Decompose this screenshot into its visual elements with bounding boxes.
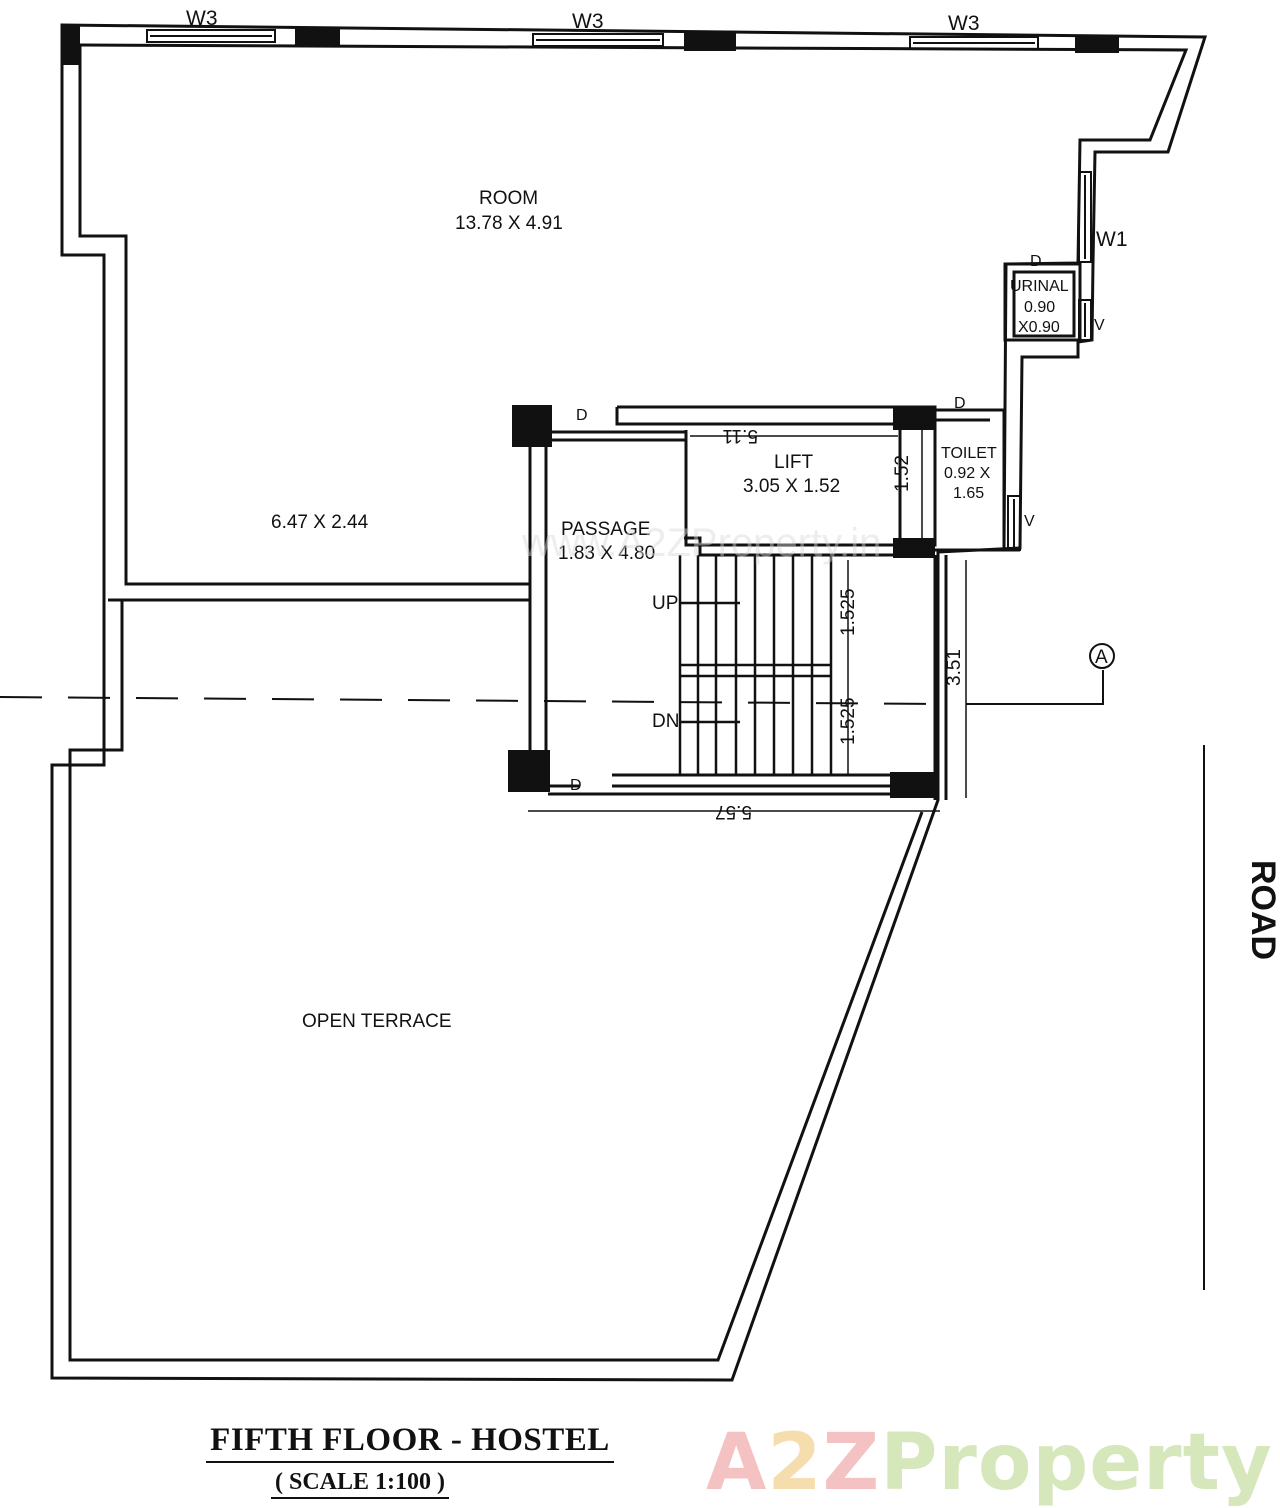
section-marker-circle — [1089, 643, 1115, 669]
column — [508, 750, 550, 792]
toilet-dims: 1.65 — [953, 485, 984, 502]
title-block: FIFTH FLOOR - HOSTEL ( SCALE 1:100 ) — [150, 1422, 670, 1499]
toilet-name: TOILET — [941, 445, 997, 462]
urinal-dims: 0.90 — [1024, 299, 1055, 316]
road-label: ROAD — [1248, 860, 1280, 961]
door-label: D — [954, 395, 966, 412]
staircase — [678, 555, 833, 775]
window-w3 — [146, 29, 276, 43]
a2z-watermark-logo: A2ZProperty — [706, 1418, 1273, 1508]
door-label: D — [1030, 253, 1042, 270]
v-label: V — [1024, 513, 1035, 530]
vent-window — [1078, 299, 1092, 341]
column — [512, 405, 552, 447]
w3-label: W3 — [948, 12, 980, 35]
column — [893, 408, 935, 430]
passage-name: PASSAGE — [561, 519, 650, 540]
lift-name: LIFT — [774, 452, 813, 473]
toilet-dims: 0.92 X — [944, 465, 991, 482]
dim-lift-width: 5.11 — [722, 425, 758, 446]
door-label: D — [576, 407, 588, 424]
section-marker-label: A — [1095, 647, 1108, 668]
room-name: ROOM — [479, 188, 538, 209]
stair-dn-label: DN — [652, 711, 679, 732]
passage-left-wall — [528, 430, 548, 780]
urinal-dims: X0.90 — [1018, 319, 1060, 336]
plan-title: FIFTH FLOOR - HOSTEL — [206, 1422, 614, 1463]
urinal-inner — [1012, 270, 1076, 338]
room2-dims: 6.47 X 2.44 — [271, 512, 369, 533]
door-label: D — [570, 777, 582, 794]
center-watermark: www.A2ZProperty.in — [521, 521, 881, 565]
section-line — [0, 696, 941, 705]
dim-stair-lower: 1.525 — [838, 697, 859, 745]
column — [684, 33, 736, 51]
dim-stair-right: 3.51 — [944, 649, 965, 686]
column — [1075, 35, 1119, 53]
terrace-inner-wall — [68, 600, 924, 1362]
window-w3 — [909, 36, 1039, 50]
column — [62, 25, 80, 65]
urinal-name: URINAL — [1010, 278, 1069, 295]
passage-dims: 1.83 X 4.80 — [558, 543, 655, 564]
lift-dims: 3.05 X 1.52 — [743, 476, 840, 497]
dim-stair-upper: 1.525 — [838, 588, 859, 636]
dim-stair-bottom: 5.57 — [715, 801, 752, 822]
stair-right-wall — [933, 555, 948, 800]
room-left-inner-wall — [78, 45, 530, 586]
w1-label: W1 — [1096, 228, 1128, 251]
column — [893, 538, 935, 558]
section-line-end — [966, 670, 1104, 705]
room-dims: 13.78 X 4.91 — [455, 213, 563, 234]
passage-bottom-wall — [548, 773, 900, 796]
w3-label: W3 — [186, 7, 218, 30]
v-label: V — [1094, 317, 1105, 334]
passage-top-wall — [548, 430, 686, 442]
column — [890, 772, 936, 798]
window-w3 — [532, 33, 664, 47]
w3-label: W3 — [572, 10, 604, 33]
dim-lift-height: 1.52 — [892, 455, 913, 492]
plan-scale: ( SCALE 1:100 ) — [270, 1469, 449, 1499]
stair-up-label: UP — [652, 593, 678, 614]
vent-window — [1007, 495, 1021, 551]
window-w1 — [1078, 171, 1092, 263]
toilet-walls — [935, 408, 1020, 552]
terrace-name: OPEN TERRACE — [302, 1011, 452, 1032]
column — [295, 28, 340, 46]
